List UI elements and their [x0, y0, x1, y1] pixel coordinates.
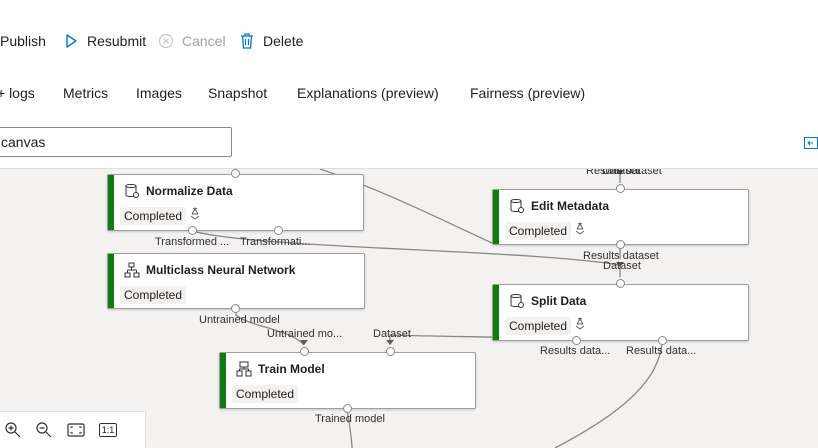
- zoom-out-icon[interactable]: [34, 420, 54, 440]
- train-model-icon: [236, 361, 252, 377]
- fit-to-screen-icon[interactable]: [66, 420, 86, 440]
- recycle-icon: [188, 207, 202, 221]
- cancel-button[interactable]: Cancel: [157, 30, 226, 52]
- database-gear-icon: [509, 293, 525, 309]
- tab-logs[interactable]: + logs: [0, 85, 35, 101]
- port-edit-out[interactable]: [616, 240, 625, 249]
- status-bar: [108, 175, 114, 230]
- port-label: Dataset: [602, 169, 640, 177]
- node-split-data[interactable]: Split Data Completed: [492, 284, 749, 341]
- status-bar: [493, 190, 499, 244]
- port-label: Dataset: [603, 260, 641, 272]
- node-edit-metadata[interactable]: Edit Metadata Completed: [492, 189, 749, 245]
- collapse-panel-icon[interactable]: [804, 136, 818, 149]
- port-normalize-out-1[interactable]: [188, 226, 197, 235]
- port-label: Transformed ...: [155, 236, 230, 248]
- port-label: Results dataset: [586, 169, 662, 177]
- port-train-in-1[interactable]: [300, 347, 309, 356]
- port-split-out-1[interactable]: [572, 336, 581, 345]
- port-label: Untrained model: [199, 314, 280, 326]
- port-train-out[interactable]: [343, 404, 352, 413]
- tab-fairness[interactable]: Fairness (preview): [470, 85, 586, 101]
- database-gear-icon: [509, 198, 525, 214]
- search-canvas-input[interactable]: [0, 127, 232, 157]
- node-normalize-data[interactable]: Normalize Data Completed: [107, 174, 364, 231]
- node-title: Edit Metadata: [531, 199, 610, 213]
- port-label: Dataset: [373, 328, 411, 340]
- node-title: Train Model: [258, 362, 325, 376]
- command-toolbar: Publish Resubmit Cancel Delete: [0, 0, 818, 80]
- actual-size-button[interactable]: 1:1: [98, 420, 118, 440]
- play-icon: [62, 32, 80, 50]
- port-label: Results dataset: [583, 250, 659, 262]
- node-title: Normalize Data: [146, 184, 233, 198]
- zoom-controls: 1:1: [0, 411, 146, 448]
- actual-size-label: 1:1: [98, 423, 118, 437]
- cancel-circle-icon: [157, 32, 175, 50]
- port-split-out-2[interactable]: [658, 336, 667, 345]
- port-label: Results data...: [540, 345, 611, 357]
- pipeline-canvas[interactable]: Normalize Data Completed Transformed ...…: [0, 169, 818, 448]
- status-bar: [108, 254, 114, 308]
- resubmit-button[interactable]: Resubmit: [62, 30, 146, 52]
- port-label: Trained model: [315, 413, 385, 425]
- tab-explanations[interactable]: Explanations (preview): [297, 85, 439, 101]
- database-gear-icon: [124, 183, 140, 199]
- status-badge: Completed: [120, 207, 187, 225]
- publish-button[interactable]: Publish: [0, 30, 46, 52]
- status-badge: Completed: [120, 286, 187, 304]
- port-normalize-in[interactable]: [231, 169, 240, 178]
- edge-multiclass-train: [235, 309, 305, 346]
- trash-icon: [238, 32, 256, 50]
- zoom-in-icon[interactable]: [3, 420, 23, 440]
- status-badge: Completed: [505, 317, 572, 335]
- status-bar: [220, 353, 226, 408]
- tab-snapshot[interactable]: Snapshot: [208, 85, 268, 101]
- edge-normalize-split: [191, 230, 621, 277]
- node-title: Split Data: [531, 294, 587, 308]
- port-split-in[interactable]: [616, 279, 625, 288]
- recycle-icon: [573, 222, 587, 236]
- tab-images[interactable]: Images: [136, 85, 182, 101]
- port-label: Transformati...: [240, 236, 311, 248]
- port-label: Untrained mo...: [267, 328, 343, 340]
- canvas-search-bar: [0, 116, 818, 169]
- status-badge: Completed: [505, 222, 572, 240]
- port-edit-in[interactable]: [616, 184, 625, 193]
- resubmit-label: Resubmit: [87, 33, 147, 49]
- node-title: Multiclass Neural Network: [146, 263, 296, 277]
- node-multiclass-neural-network[interactable]: Multiclass Neural Network Completed: [107, 253, 365, 309]
- edge-split-out: [554, 340, 663, 448]
- status-bar: [493, 285, 499, 340]
- node-train-model[interactable]: Train Model Completed: [219, 352, 476, 409]
- network-icon: [124, 262, 140, 278]
- edge-train-out: [346, 408, 353, 448]
- edge-layer: [191, 169, 663, 448]
- publish-label: Publish: [0, 33, 46, 49]
- port-train-in-2[interactable]: [386, 347, 395, 356]
- cancel-label: Cancel: [182, 33, 226, 49]
- recycle-icon: [573, 317, 587, 331]
- status-badge: Completed: [232, 385, 299, 403]
- port-normalize-out-2[interactable]: [274, 226, 283, 235]
- delete-label: Delete: [263, 33, 304, 49]
- delete-button[interactable]: Delete: [238, 30, 303, 52]
- port-multiclass-out[interactable]: [231, 304, 240, 313]
- port-label: Results data...: [626, 345, 697, 357]
- tab-metrics[interactable]: Metrics: [63, 85, 109, 101]
- run-tabs: + logs Metrics Images Snapshot Explanati…: [0, 80, 818, 114]
